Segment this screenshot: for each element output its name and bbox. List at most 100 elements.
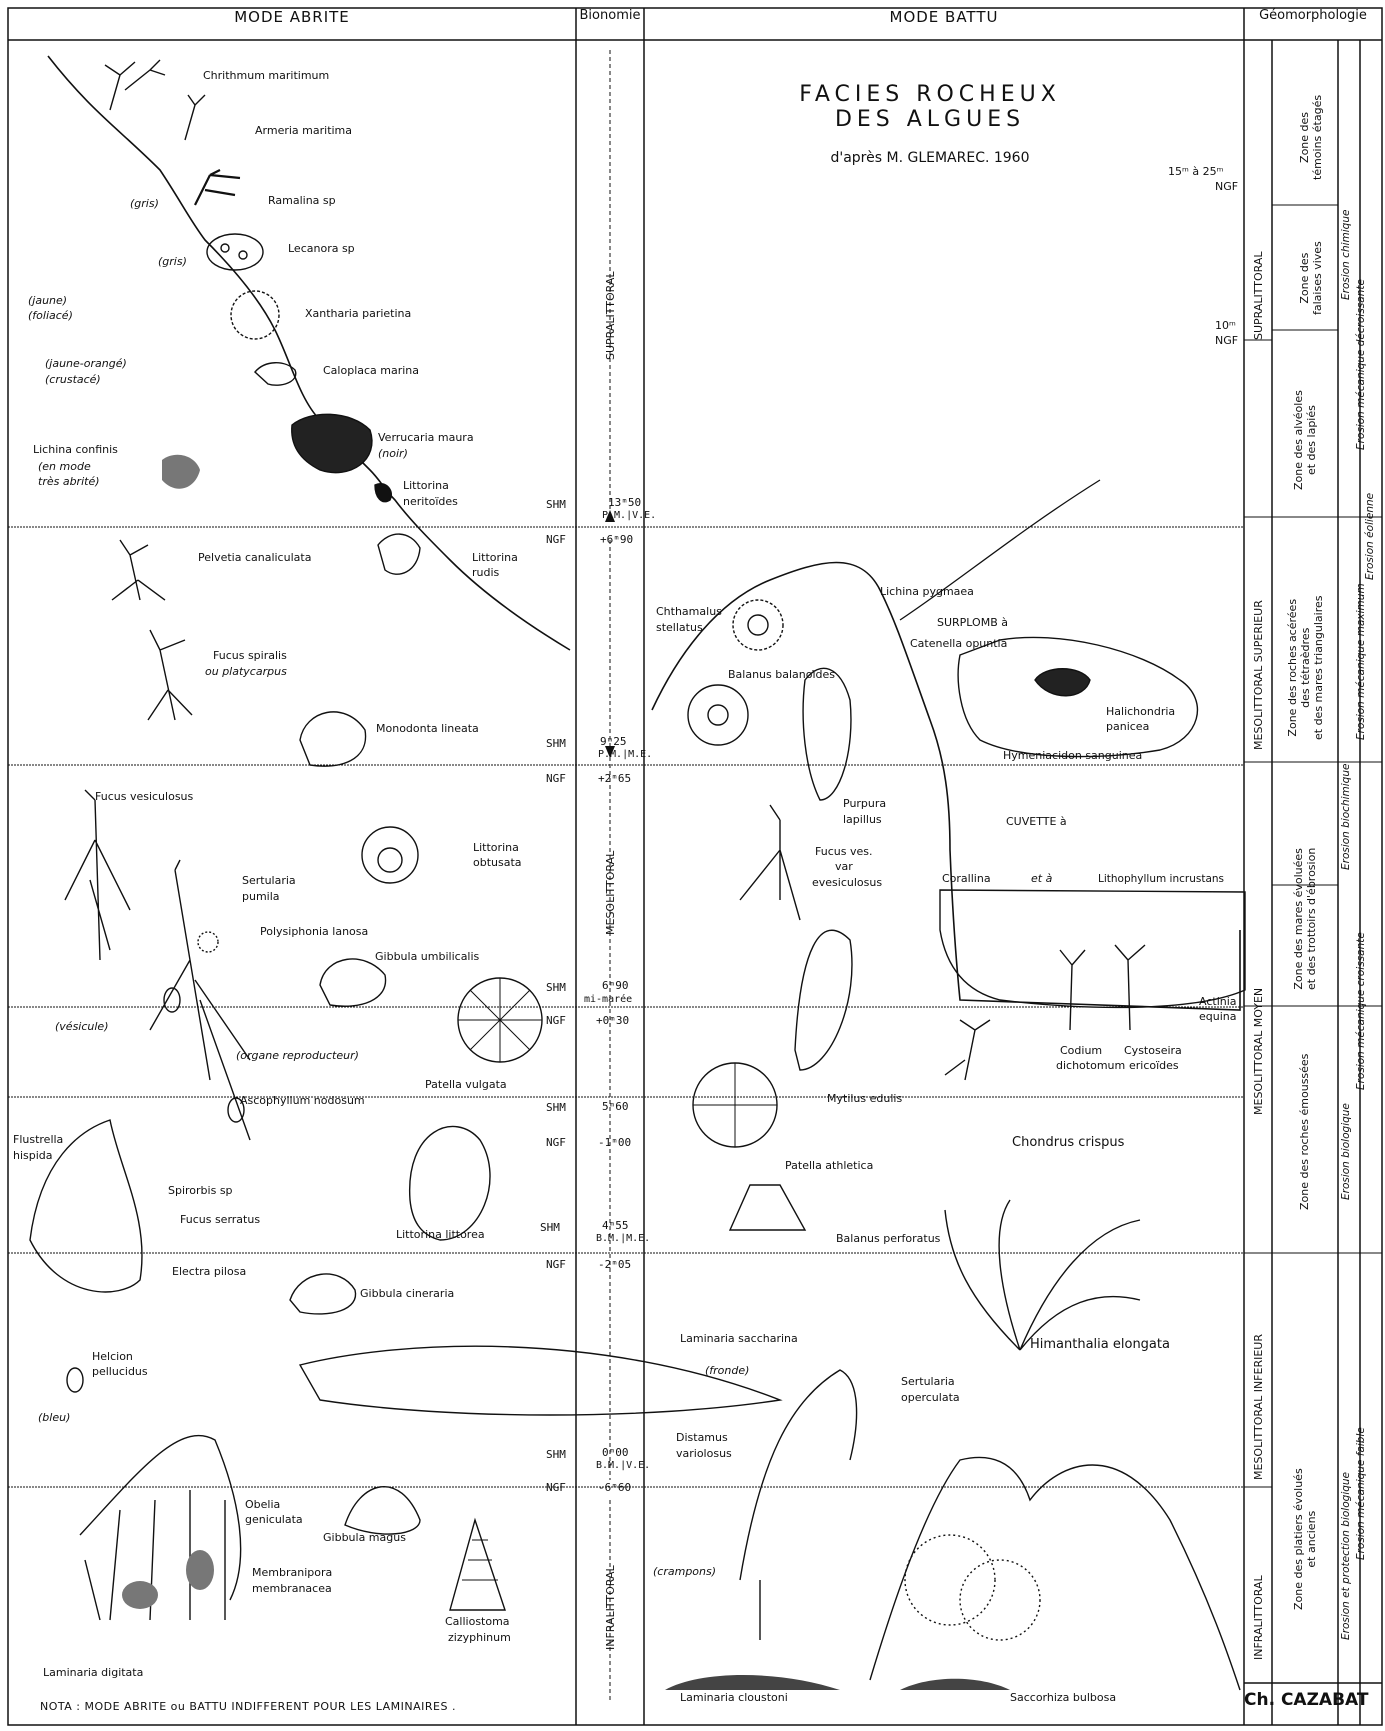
label-flustrella-2: hispida: [13, 1150, 53, 1163]
label-xantharia: Xantharia parietina: [305, 308, 411, 321]
cuvette-outline: [940, 890, 1245, 1007]
footer-credit: Ch. CAZABAT: [1244, 1690, 1368, 1710]
geo-desc-falaises: Zone des falaises vives: [1298, 241, 1324, 315]
level-2-note: P.M.|M.E.: [598, 749, 652, 760]
erosion-biochimique: Erosion biochimique: [1340, 764, 1353, 870]
label-gris-2: (gris): [158, 256, 187, 269]
geo-ngf-high-2: NGF: [1215, 181, 1238, 194]
diagram-title: FACIES ROCHEUX DES ALGUES: [760, 82, 1100, 133]
battu-upper-line: [900, 480, 1100, 620]
level-8-value: 4ᵐ55: [602, 1219, 629, 1232]
label-crampons: (crampons): [653, 1566, 716, 1579]
label-chthamalus-1: Chthamalus: [656, 606, 722, 619]
level-6-value: 5ᵐ60: [602, 1100, 629, 1113]
label-tres-abrite: très abrité): [38, 476, 100, 489]
label-gibbula-magus: Gibbula magus: [323, 1532, 406, 1545]
geo-desc-roches-acerees-1: Zone des roches acérées: [1286, 596, 1299, 740]
level-3-value: +2ᵐ65: [598, 772, 631, 785]
label-gibbula-cineraria: Gibbula cineraria: [360, 1288, 454, 1301]
header-bionomie: Bionomie: [576, 8, 644, 23]
label-cystoseira-1: Cystoseira: [1124, 1045, 1182, 1058]
label-lichina-confinis: Lichina confinis: [33, 444, 118, 457]
label-lecanora: Lecanora sp: [288, 243, 355, 256]
level-4-value: 6ᵐ90: [602, 979, 629, 992]
label-helcion-1: Helcion: [92, 1351, 133, 1364]
geo-ngf-10-1: 10ᵐ: [1215, 320, 1236, 333]
label-halichondria-2: panicea: [1106, 721, 1149, 734]
label-actinia-1: Actinia: [1199, 996, 1237, 1009]
label-littorina-rudis-1: Littorina: [472, 552, 518, 565]
label-crustace: (crustacé): [45, 374, 101, 387]
level-2-value: 9ᵐ25: [600, 735, 627, 748]
erosion-biologique: Erosion biologique: [1340, 1103, 1353, 1200]
label-bleu: (bleu): [38, 1412, 70, 1425]
label-obelia-2: geniculata: [245, 1514, 303, 1527]
geo-zone-supralittoral: SUPRALITTORAL: [1252, 251, 1265, 340]
label-patella-athletica: Patella athletica: [785, 1160, 873, 1173]
label-foliace: (foliacé): [28, 310, 73, 323]
label-caloplaca: Caloplaca marina: [323, 365, 419, 378]
label-fucus-ves-3: evesiculosus: [812, 877, 882, 890]
header-geomorphologie: Géomorphologie: [1244, 8, 1382, 23]
label-fucus-spiralis-1: Fucus spiralis: [213, 650, 287, 663]
geo-ngf-10-2: NGF: [1215, 335, 1238, 348]
geo-zone-meso-inf: MESOLITTORAL INFERIEUR: [1252, 1334, 1265, 1480]
label-actinia-2: equina: [1199, 1011, 1237, 1024]
label-vesicule: (vésicule): [55, 1021, 109, 1034]
geo-desc-mares-1: Zone des mares évoluées: [1292, 848, 1305, 990]
label-lithophyllum: Lithophyllum incrustans: [1098, 873, 1224, 885]
label-halichondria-1: Halichondria: [1106, 706, 1175, 719]
label-codium-2: dichotomum: [1056, 1060, 1125, 1073]
label-himanthalia: Himanthalia elongata: [1030, 1338, 1170, 1353]
level-8-note: B.M.|M.E.: [596, 1233, 650, 1244]
table-frame: [8, 8, 1382, 1725]
geo-desc-roches-acerees-3: et des mares triangulaires: [1312, 596, 1325, 740]
geo-desc-alveoles: Zone des alvéoles et des lapiés: [1292, 390, 1318, 490]
level-9-kind: NGF: [546, 1258, 566, 1271]
label-sertularia-op-1: Sertularia: [901, 1376, 955, 1389]
label-jaune-orange: (jaune-orangé): [45, 358, 127, 371]
label-calliostoma-1: Calliostoma: [445, 1616, 510, 1629]
level-8-kind: SHM: [540, 1221, 560, 1234]
label-fucus-ves-1: Fucus ves.: [815, 846, 872, 859]
geo-desc-platiers-1: Zone des platiers évolués: [1292, 1468, 1305, 1610]
level-10-kind: SHM: [546, 1448, 566, 1461]
erosion-meca-faible: Erosion mécanique faible: [1355, 1427, 1368, 1560]
geo-desc-mares: Zone des mares évoluées et des trottoirs…: [1292, 848, 1318, 990]
label-purpura-1: Purpura: [843, 798, 886, 811]
geo-desc-roches-acerees: Zone des roches acérées des tétraèdres e…: [1286, 596, 1326, 740]
label-laminaria-digitata: Laminaria digitata: [43, 1667, 143, 1680]
label-catenella: Catenella opuntia: [910, 638, 1007, 651]
label-gibbula-umbilicalis: Gibbula umbilicalis: [375, 951, 479, 964]
level-0-value: 13ᵐ50: [608, 496, 641, 509]
label-littorina-neritoides-1: Littorina: [403, 480, 449, 493]
level-5-kind: NGF: [546, 1014, 566, 1027]
geo-desc-emoussees: Zone des roches émoussées: [1298, 1054, 1311, 1210]
label-littorina-rudis-2: rudis: [472, 567, 499, 580]
geo-zone-meso-moy: MESOLITTORAL MOYEN: [1252, 988, 1265, 1115]
label-littorina-obtusata-2: obtusata: [473, 857, 522, 870]
geo-desc-platiers-2: et anciens: [1305, 1468, 1318, 1610]
label-balanus-perforatus: Balanus perforatus: [836, 1233, 940, 1246]
label-chthamalus-2: stellatus: [656, 622, 703, 635]
level-7-value: -1ᵐ00: [598, 1136, 631, 1149]
label-fucus-spiralis-2: ou platycarpus: [205, 666, 287, 679]
erosion-meca-maximum: Erosion mécanique maximum: [1355, 583, 1368, 740]
label-chrithmum: Chrithmum maritimum: [203, 70, 329, 83]
label-surplomb: SURPLOMB à: [937, 617, 1008, 630]
geo-desc-temoins: Zone des témoins étagés: [1298, 95, 1324, 180]
level-0-note: P.M.|V.E.: [602, 510, 656, 521]
label-armeria: Armeria maritima: [255, 125, 352, 138]
label-cystoseira-2: ericoïdes: [1129, 1060, 1179, 1073]
label-fucus-ves-2: var: [835, 861, 853, 874]
level-0-kind: SHM: [546, 498, 566, 511]
label-distamus-1: Distamus: [676, 1432, 728, 1445]
level-1-value: +6ᵐ90: [600, 533, 633, 546]
label-cuvette: CUVETTE à: [1006, 816, 1067, 829]
label-fucus-vesiculosus: Fucus vesiculosus: [95, 791, 193, 804]
label-fronde: (fronde): [705, 1365, 749, 1378]
bionomie-mesolittoral: MESOLITTORAL: [604, 851, 617, 935]
label-monodonta: Monodonta lineata: [376, 723, 479, 736]
diagram-source: d'après M. GLEMAREC. 1960: [760, 150, 1100, 166]
